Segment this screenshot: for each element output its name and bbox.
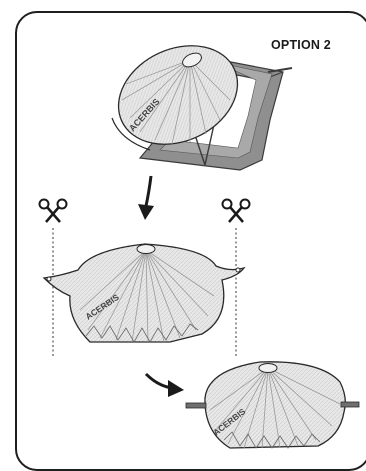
step1-cover: ACERBIS <box>102 27 253 163</box>
arrow-down-icon <box>138 176 154 220</box>
step2-cover: ACERBIS <box>44 244 244 342</box>
scissors-icon <box>223 200 250 223</box>
step3-cover: ACERBIS <box>186 362 359 448</box>
curved-arrow-icon <box>146 374 184 397</box>
scissors-icon <box>40 200 67 223</box>
